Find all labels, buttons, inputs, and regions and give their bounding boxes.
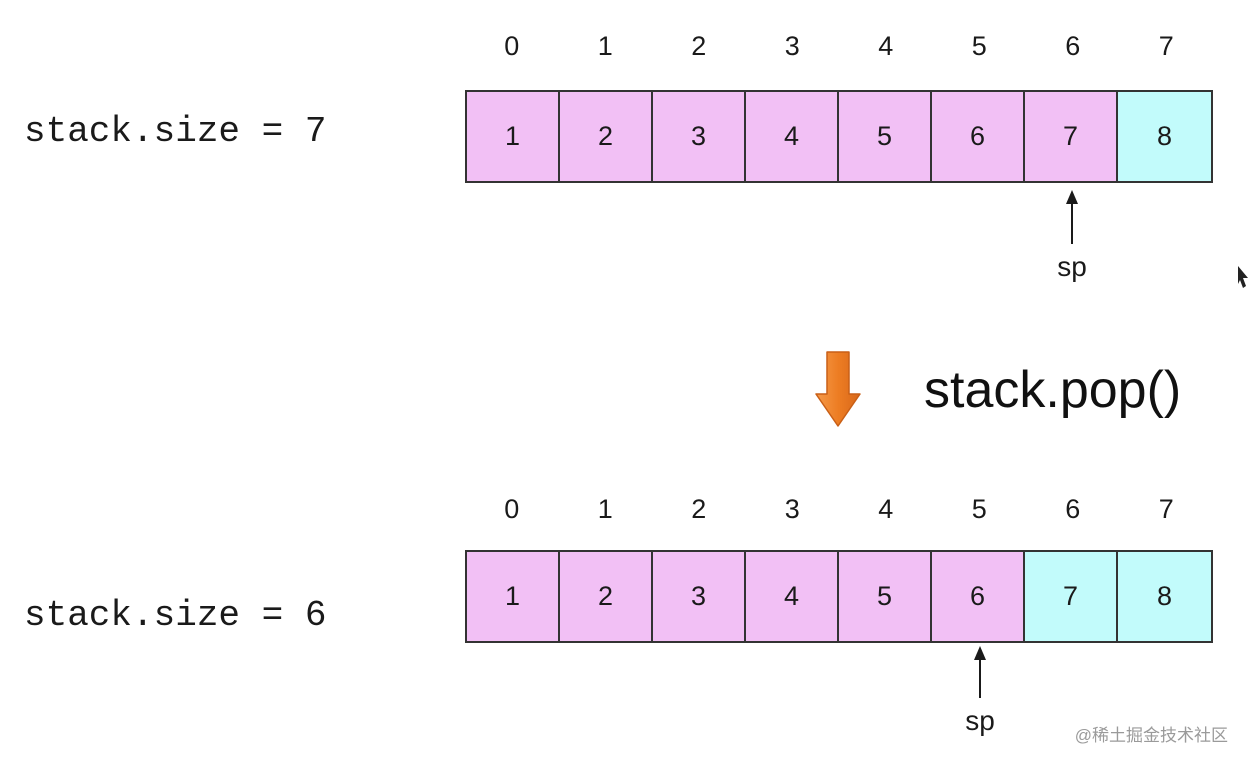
index-row-after: 0 1 2 3 4 5 6 7 bbox=[465, 493, 1213, 525]
index-label: 3 bbox=[784, 31, 800, 61]
index-label: 6 bbox=[1065, 494, 1081, 524]
stack-pointer-after: sp bbox=[950, 646, 1010, 738]
stack-cell: 2 bbox=[560, 552, 653, 641]
index-label: 4 bbox=[878, 494, 894, 524]
index-label: 3 bbox=[784, 494, 800, 524]
watermark: @稀土掘金技术社区 bbox=[1074, 726, 1228, 745]
index-label: 2 bbox=[691, 494, 707, 524]
index-label: 0 bbox=[504, 31, 520, 61]
operation-label: stack.pop() bbox=[924, 361, 1182, 419]
up-arrow-icon bbox=[1066, 190, 1078, 244]
index-label: 5 bbox=[971, 494, 987, 524]
stack-cell: 1 bbox=[467, 92, 560, 181]
sp-label: sp bbox=[1057, 251, 1087, 282]
stack-cell: 6 bbox=[932, 552, 1025, 641]
stack-cell: 7 bbox=[1025, 552, 1118, 641]
stack-cell: 3 bbox=[653, 92, 746, 181]
stack-cell: 3 bbox=[653, 552, 746, 641]
stack-pointer-before: sp bbox=[1042, 190, 1102, 284]
index-label: 1 bbox=[597, 494, 613, 524]
stack-size-before-label: stack.size = 7 bbox=[24, 111, 327, 152]
stack-cell: 8 bbox=[1118, 92, 1211, 181]
up-arrow-icon bbox=[974, 646, 986, 698]
stack-size-after-label: stack.size = 6 bbox=[24, 595, 327, 636]
stack-cell: 2 bbox=[560, 92, 653, 181]
index-label: 4 bbox=[878, 31, 894, 61]
stack-cell: 5 bbox=[839, 92, 932, 181]
index-label: 7 bbox=[1158, 494, 1174, 524]
index-label: 6 bbox=[1065, 31, 1081, 61]
stack-cell: 5 bbox=[839, 552, 932, 641]
index-label: 2 bbox=[691, 31, 707, 61]
mouse-cursor-icon bbox=[1238, 266, 1248, 295]
sp-label: sp bbox=[965, 705, 995, 736]
down-arrow-icon bbox=[814, 350, 862, 433]
stack-cell: 7 bbox=[1025, 92, 1118, 181]
index-row-before: 0 1 2 3 4 5 6 7 bbox=[465, 30, 1213, 62]
index-label: 5 bbox=[971, 31, 987, 61]
index-label: 7 bbox=[1158, 31, 1174, 61]
stack-cell: 4 bbox=[746, 92, 839, 181]
stack-cell: 8 bbox=[1118, 552, 1211, 641]
stack-cell: 1 bbox=[467, 552, 560, 641]
index-label: 0 bbox=[504, 494, 520, 524]
stack-cell: 6 bbox=[932, 92, 1025, 181]
stack-array-after: 1 2 3 4 5 6 7 8 bbox=[465, 550, 1213, 643]
stack-array-before: 1 2 3 4 5 6 7 8 bbox=[465, 90, 1213, 183]
stack-cell: 4 bbox=[746, 552, 839, 641]
index-label: 1 bbox=[597, 31, 613, 61]
